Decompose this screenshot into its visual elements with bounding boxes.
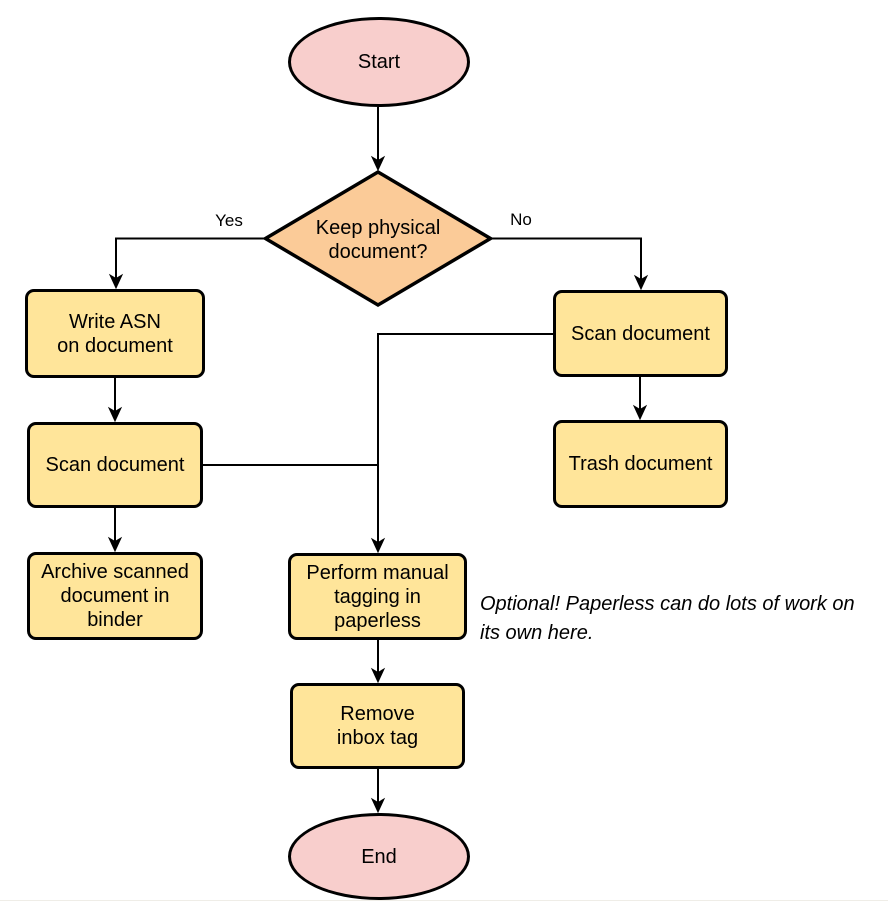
node-end: End bbox=[288, 813, 470, 900]
node-write-asn: Write ASN on document bbox=[25, 289, 205, 378]
node-archive-binder: Archive scanned document in binder bbox=[27, 552, 203, 640]
node-scan-document-right: Scan document bbox=[553, 290, 728, 377]
node-decision-label: Keep physical document? bbox=[315, 217, 441, 263]
arrowhead-end bbox=[370, 797, 386, 814]
node-remove-inbox-tag: Remove inbox tag bbox=[290, 683, 465, 769]
node-scan-document-left: Scan document bbox=[27, 422, 203, 508]
arrowhead-scan-left bbox=[107, 406, 123, 423]
bottom-divider-line bbox=[0, 900, 888, 901]
edge-decision-to-write-asn bbox=[115, 237, 265, 278]
arrowhead-write-asn bbox=[108, 273, 124, 290]
edge-decision-to-scan-right bbox=[490, 237, 642, 279]
decision-diamond-shape bbox=[262, 169, 494, 308]
node-trash-document: Trash document bbox=[553, 420, 728, 508]
arrowhead-decision bbox=[370, 155, 386, 172]
edge-scan-right-to-tagging bbox=[377, 333, 553, 542]
node-manual-tagging: Perform manual tagging in paperless bbox=[288, 553, 467, 640]
arrowhead-scan-right bbox=[633, 274, 649, 291]
edge-label-no: No bbox=[510, 210, 532, 229]
arrowhead-tagging bbox=[370, 537, 386, 554]
edge-label-yes: Yes bbox=[215, 211, 243, 230]
annotation-optional-note: Optional! Paperless can do lots of work … bbox=[480, 593, 855, 644]
node-start: Start bbox=[288, 17, 470, 107]
arrowhead-remove-inbox bbox=[370, 667, 386, 684]
arrowhead-archive bbox=[107, 536, 123, 553]
arrowhead-trash bbox=[632, 404, 648, 421]
